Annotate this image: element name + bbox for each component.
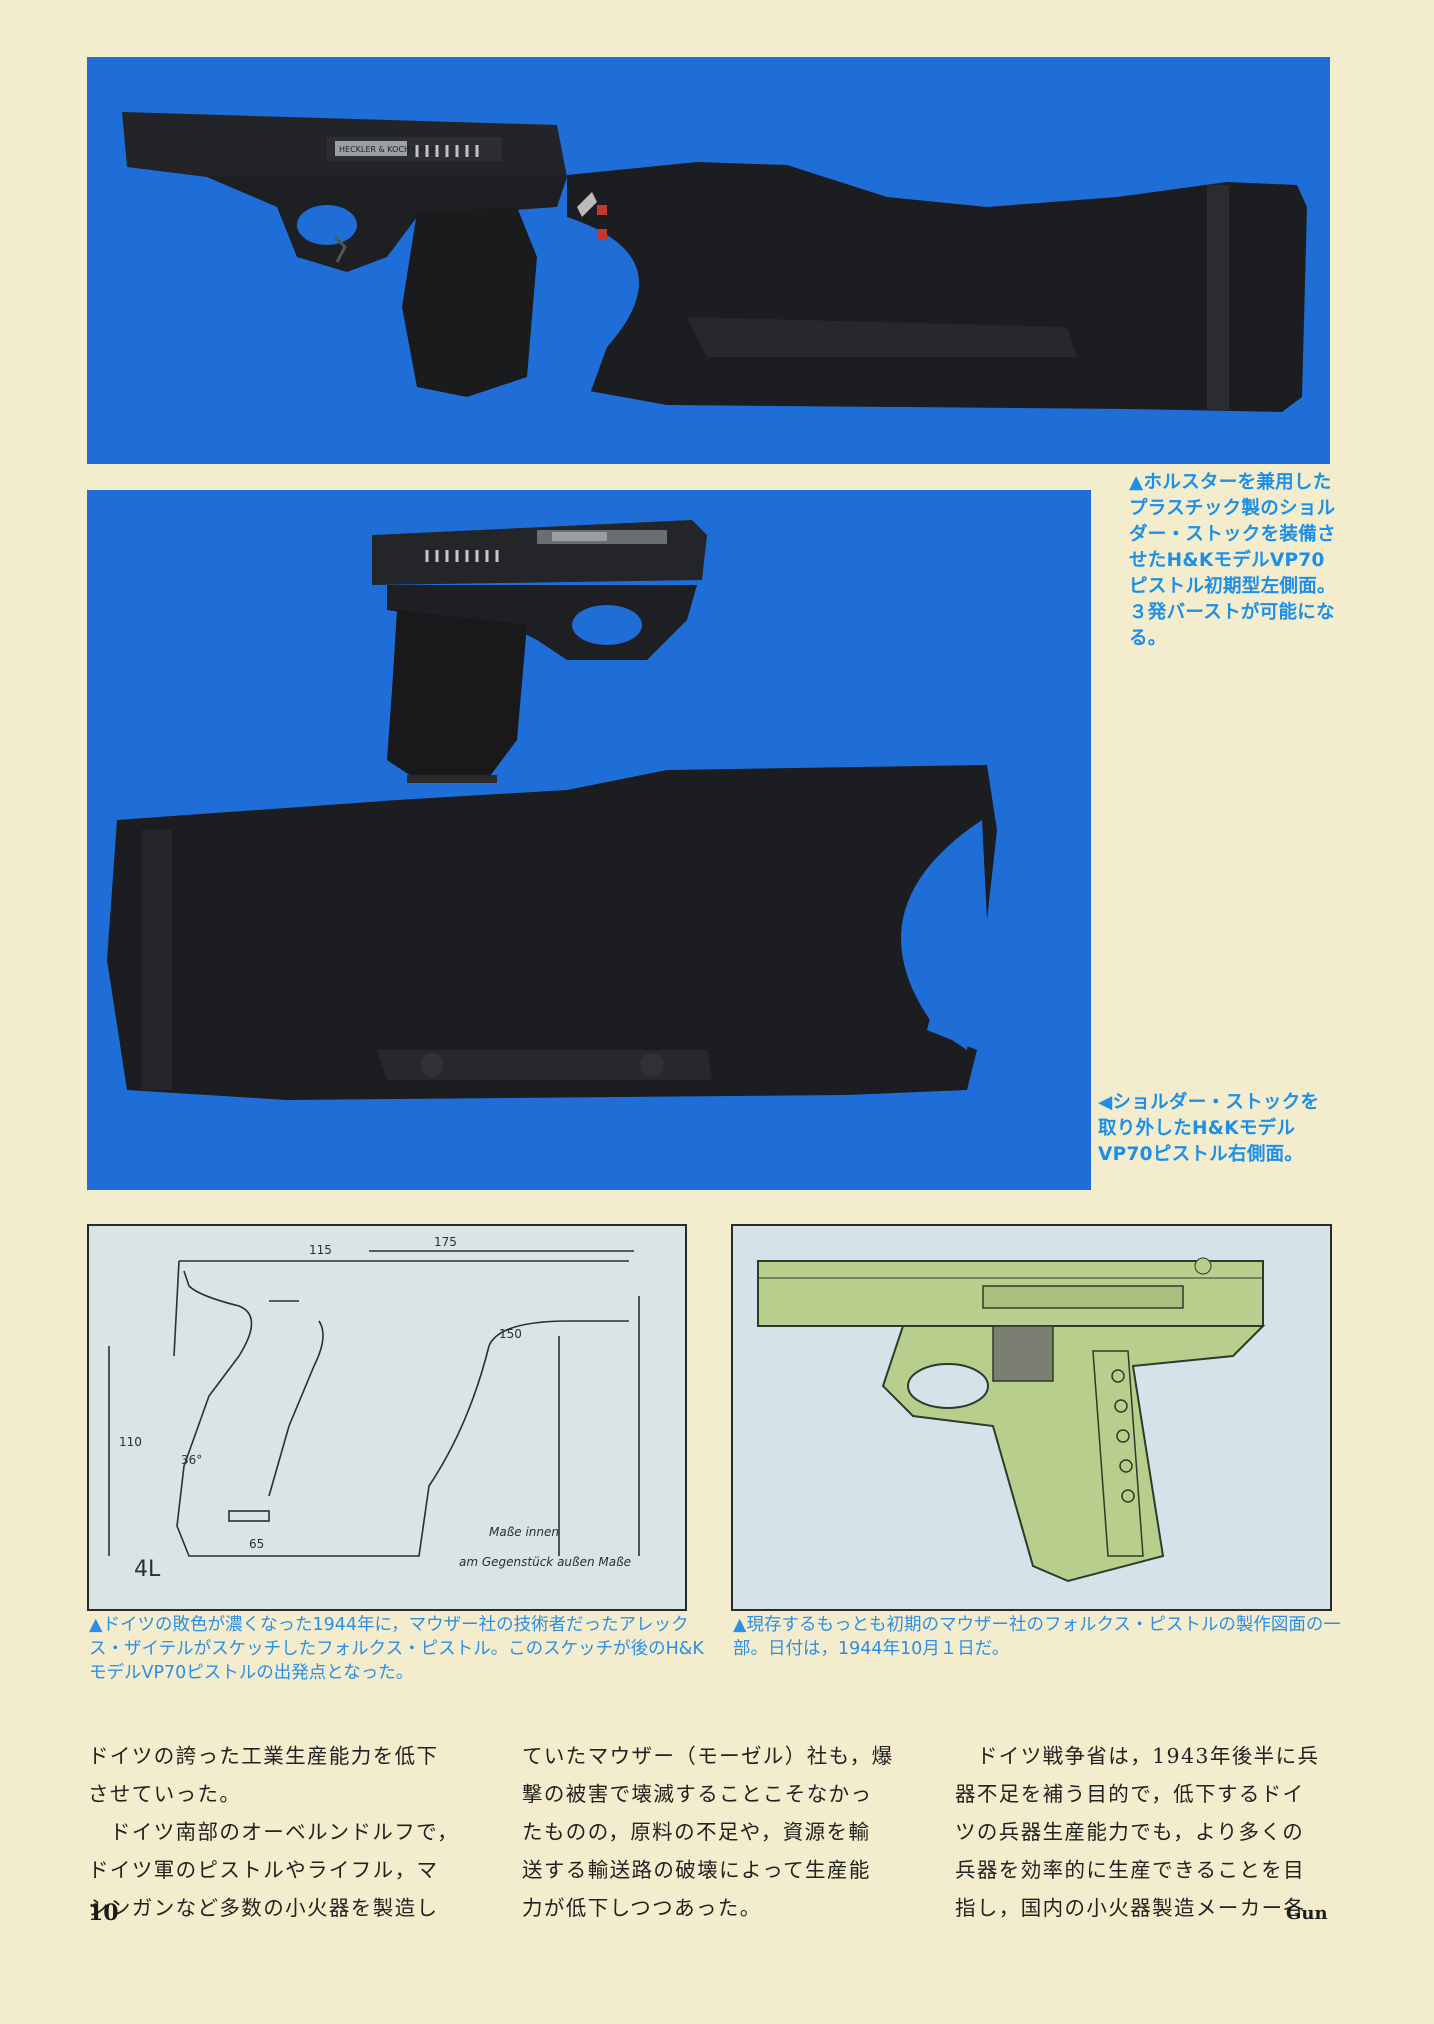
body-line: させていった。: [88, 1782, 242, 1806]
sketch-dim: 115: [309, 1243, 332, 1257]
volkspistole-sketch: 115 175 150 110 36° 65 Maße innen am Geg…: [87, 1224, 687, 1611]
photo-caption-left-side: ▲ホルスターを兼用したプラスチック製のショルダー・ストックを装備させたH&Kモデ…: [1129, 472, 1336, 649]
body-column-3: ドイツ戦争省は，1943年後半に兵 器不足を補う目的で，低下するドイ ツの兵器生…: [955, 1737, 1340, 1927]
sketch-signature: 4L: [134, 1557, 161, 1582]
sketch-dim: 150: [499, 1327, 522, 1341]
volkspistole-technical-drawing: [731, 1224, 1332, 1611]
sketch-note: am Gegenstück außen Maße: [459, 1555, 631, 1569]
body-line: ツの兵器生産能力でも，より多くの: [955, 1820, 1305, 1844]
body-line: 兵器を効率的に生産できることを目: [955, 1858, 1305, 1882]
body-line: ドイツ南部のオーベルンドルフで，: [88, 1820, 460, 1844]
body-line: 送する輸送路の破壊によって生産能: [522, 1858, 871, 1882]
drawing-caption: ▲現存するもっとも初期のマウザー社のフォルクス・ピストルの製作図面の一部。日付は…: [733, 1615, 1341, 1659]
body-line: ていたマウザー（モーゼル）社も，爆: [522, 1744, 894, 1768]
photo-vp70-stock-detached: [87, 490, 1091, 1190]
photo-caption-right-side: ◀ショルダー・ストックを取り外したH&KモデルVP70ピストル右側面。: [1098, 1092, 1320, 1165]
body-line: シンガンなど多数の小火器を製造し: [88, 1896, 439, 1920]
body-line: 撃の被害で壊滅することこそなかっ: [522, 1782, 873, 1806]
page-number: 10: [88, 1900, 119, 1926]
body-line: ドイツの誇った工業生産能力を低下: [88, 1744, 439, 1768]
sketch-caption: ▲ドイツの敗色が濃くなった1944年に，マウザー社の技術者だったアレックス・ザイ…: [89, 1615, 704, 1683]
magazine-name: Gun: [1286, 1903, 1328, 1924]
sketch-dim: 175: [434, 1235, 457, 1249]
slide-marking: HECKLER & KOCH GMBH: [339, 145, 437, 154]
body-line: ドイツ戦争省は，1943年後半に兵: [955, 1744, 1320, 1768]
body-column-1: ドイツの誇った工業生産能力を低下 させていった。 ドイツ南部のオーベルンドルフで…: [88, 1737, 468, 1927]
sketch-image: 115 175 150 110 36° 65 Maße innen am Geg…: [108, 1235, 640, 1582]
pistol-and-stock-image: [107, 520, 997, 1100]
technical-drawing-image: [757, 1257, 1266, 1583]
body-line: 指し，国内の小火器製造メーカー各: [955, 1896, 1306, 1920]
sketch-dim: 110: [119, 1435, 142, 1449]
body-line: 力が低下しつつあった。: [522, 1896, 762, 1920]
photo-vp70-with-stock: HECKLER & KOCH GMBH: [87, 57, 1330, 464]
body-line: 器不足を補う目的で，低下するドイ: [955, 1782, 1305, 1806]
body-line: ドイツ軍のピストルやライフル，マ: [88, 1858, 439, 1882]
body-line: たものの，原料の不足や，資源を輸: [522, 1820, 871, 1844]
body-column-2: ていたマウザー（モーゼル）社も，爆 撃の被害で壊滅することこそなかっ たものの，…: [522, 1737, 902, 1927]
sketch-note: Maße innen: [489, 1525, 559, 1539]
sketch-dim: 36°: [181, 1453, 202, 1467]
pistol-with-stock-image: HECKLER & KOCH GMBH: [122, 112, 1307, 412]
sketch-dim: 65: [249, 1537, 264, 1551]
